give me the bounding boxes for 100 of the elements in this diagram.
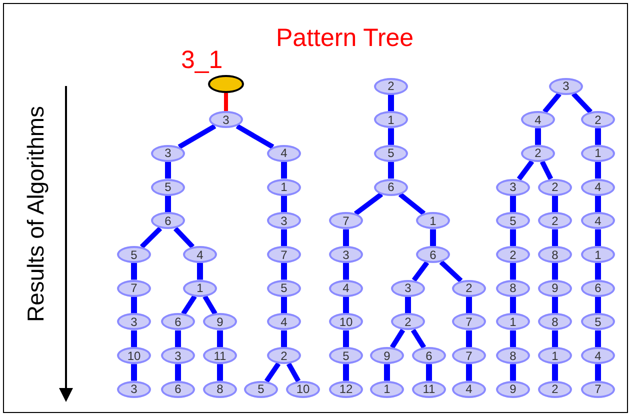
tree-edge <box>264 362 281 383</box>
tree-node: 12 <box>329 380 363 398</box>
tree-node: 7 <box>452 313 486 330</box>
tree-edge <box>281 162 287 179</box>
tree-node: 1 <box>267 178 301 196</box>
tree-node: 5 <box>267 280 301 297</box>
tree-edge <box>343 296 349 314</box>
tree-edge <box>217 364 223 381</box>
tree-edge <box>595 364 601 381</box>
tree-edge <box>510 263 516 280</box>
tree-edge <box>224 93 228 112</box>
tree-node: 2 <box>538 212 572 230</box>
tree-edge <box>516 160 534 181</box>
tree-edge <box>390 328 406 349</box>
tree-edge <box>140 226 162 249</box>
tree-node: 1 <box>370 380 404 398</box>
tree-edge <box>595 196 601 212</box>
tree-node: 1 <box>581 246 615 263</box>
tree-edge <box>398 192 426 216</box>
tree-edge <box>384 364 390 381</box>
tree-node: 2 <box>496 246 530 263</box>
tree-node: 4 <box>581 212 615 230</box>
tree-node: 6 <box>416 246 450 263</box>
tree-node: 4 <box>329 280 363 297</box>
tree-node: 5 <box>496 212 530 230</box>
tree-node: 3 <box>209 111 243 128</box>
tree-edge <box>552 196 558 212</box>
tree-edge <box>595 229 601 246</box>
tree-node: 9 <box>496 380 530 398</box>
tree-node: 6 <box>161 313 195 330</box>
diagram-title: Pattern Tree <box>276 24 414 53</box>
tree-node: 4 <box>183 246 217 263</box>
tree-edge <box>595 128 601 145</box>
tree-node: 2 <box>267 347 301 364</box>
tree-node: 7 <box>117 280 151 297</box>
tree-edge <box>286 362 301 382</box>
tree-node: 10 <box>117 347 151 364</box>
tree-edge <box>343 263 349 280</box>
axis-label: Results of Algorithms <box>22 106 50 322</box>
tree-edge <box>165 196 171 212</box>
tree-node: 3 <box>496 178 530 196</box>
tree-edge <box>343 330 349 348</box>
tree-node: 3 <box>117 380 151 398</box>
tree-edge <box>217 330 223 348</box>
tree-node: 4 <box>267 144 301 162</box>
tree-node: 3 <box>161 347 195 364</box>
tree-edge <box>552 330 558 348</box>
tree-node: 3 <box>391 280 425 297</box>
tree-node: 7 <box>452 347 486 364</box>
tree-edge <box>542 92 562 114</box>
tree-node: 4 <box>521 111 555 128</box>
tree-edge <box>510 296 516 314</box>
tree-node: 6 <box>412 347 446 364</box>
tree-edge <box>343 364 349 381</box>
tree-edge <box>510 364 516 381</box>
tree-edge <box>595 263 601 280</box>
tree-node: 8 <box>496 347 530 364</box>
tree-node: 5 <box>151 178 185 196</box>
tree-edge <box>236 124 274 150</box>
tree-edge <box>343 229 349 246</box>
tree-edge <box>552 229 558 246</box>
tree-edge <box>595 296 601 314</box>
tree-node: 4 <box>581 178 615 196</box>
tree-node: 8 <box>538 246 572 263</box>
tree-edge <box>165 162 171 179</box>
tree-node: 2 <box>452 280 486 297</box>
tree-node: 1 <box>416 212 450 230</box>
tree-edge <box>131 330 137 348</box>
root-ellipse <box>208 75 244 93</box>
tree-edge <box>466 364 472 381</box>
tree-node: 9 <box>203 313 237 330</box>
tree-edge <box>410 328 426 349</box>
tree-edge <box>595 330 601 348</box>
tree-node: 1 <box>183 280 217 297</box>
tree-node: 5 <box>117 246 151 263</box>
tree-edge <box>466 296 472 314</box>
tree-node: 1 <box>374 111 408 128</box>
tree-edge <box>281 330 287 348</box>
tree-edge <box>405 296 411 314</box>
tree-edge <box>552 263 558 280</box>
tree-node: 2 <box>374 78 408 94</box>
tree-node: 1 <box>496 313 530 330</box>
node-caption: 3_1 <box>181 46 223 75</box>
tree-edge <box>281 229 287 246</box>
tree-node: 4 <box>452 380 486 398</box>
tree-node: 10 <box>329 313 363 330</box>
tree-node: 3 <box>117 313 151 330</box>
tree-edge <box>131 296 137 314</box>
tree-node: 3 <box>151 144 185 162</box>
tree-node: 6 <box>374 178 408 196</box>
tree-edge <box>178 124 216 150</box>
tree-node: 7 <box>581 380 615 398</box>
tree-edge <box>510 229 516 246</box>
tree-node: 4 <box>581 347 615 364</box>
tree-node: 2 <box>391 313 425 330</box>
tree-node: 5 <box>581 313 615 330</box>
tree-node: 1 <box>538 347 572 364</box>
tree-node: 6 <box>161 380 195 398</box>
tree-node: 8 <box>538 313 572 330</box>
tree-edge <box>281 263 287 280</box>
